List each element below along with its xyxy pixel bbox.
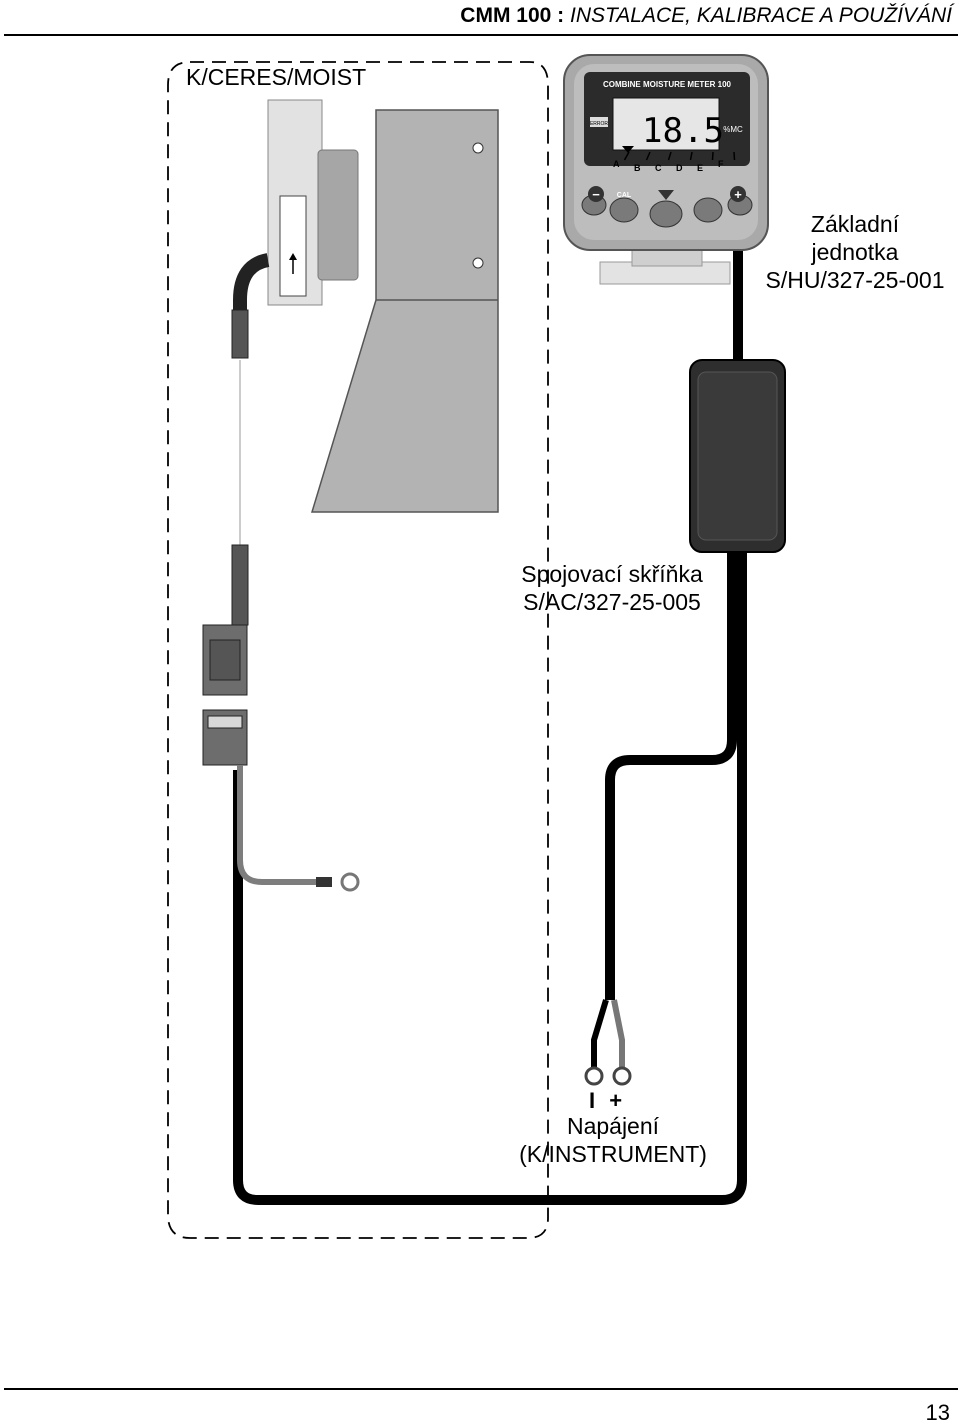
meter-lcd — [612, 97, 720, 151]
meter-button-cal — [609, 197, 639, 223]
footer-rule — [4, 1388, 958, 1390]
header-title-italic: INSTALACE, KALIBRACE A POUŽÍVÁNÍ — [570, 4, 952, 27]
base-unit-name-1: Základní — [810, 211, 900, 237]
meter-letter-c: C — [655, 163, 662, 173]
meter-letter-a: A — [613, 159, 620, 169]
plate-hole-top — [472, 142, 484, 154]
power-name: Napájení — [566, 1113, 660, 1139]
meter-cal-label: CAL — [617, 192, 632, 199]
meter-pointer — [622, 146, 634, 153]
meter-letter-e: E — [697, 163, 703, 173]
meter-button-down — [649, 200, 683, 228]
base-unit-name-2: jednotka — [811, 239, 899, 265]
ring-terminal-negative — [584, 1066, 604, 1086]
sensor-elbow-cable — [233, 253, 270, 330]
junction-box-code: S/AC/327-25-005 — [523, 589, 701, 615]
meter-plus-label: + — [734, 187, 742, 202]
cable-junction-to-sensor — [605, 550, 737, 1000]
meter-reading: 18.5 — [642, 111, 724, 151]
polarity-label: I + — [589, 1088, 627, 1113]
meter-button-temp — [693, 197, 723, 223]
page-number: 13 — [925, 1400, 950, 1425]
sensor-plate — [310, 109, 499, 513]
meter-tick — [667, 151, 672, 161]
meter-tick — [733, 151, 736, 161]
power-lead-positive — [611, 999, 625, 1068]
ground-lead — [237, 765, 320, 885]
meter-left-tag: ERROR — [590, 121, 608, 127]
base-unit-label: Základní jednotka S/HU/327-25-001 — [750, 210, 960, 294]
meter-brand: COMBINE MOISTURE METER 100 — [603, 80, 732, 89]
junction-box-label: Spojovací skříňka S/AC/327-25-005 — [500, 560, 724, 616]
cable-return-loop — [233, 550, 747, 1205]
power-label: Napájení (K/INSTRUMENT) — [500, 1112, 726, 1168]
meter-letter-f: F — [718, 159, 724, 169]
header-rule — [4, 34, 958, 36]
meter-minus-label: − — [592, 187, 600, 202]
meter-tick — [711, 151, 714, 161]
meter-tick — [623, 151, 630, 161]
power-lead-negative — [591, 999, 609, 1068]
ring-terminal-positive — [612, 1066, 632, 1086]
meter-letter-d: D — [676, 163, 683, 173]
meter-tick — [689, 151, 693, 161]
meter-tick — [645, 151, 651, 161]
page-header-title: CMM 100 : INSTALACE, KALIBRACE A POUŽÍVÁ… — [0, 4, 952, 28]
ground-ring-terminal — [340, 872, 360, 892]
kit-label: K/CERES/MOIST — [186, 64, 367, 90]
power-code: (K/INSTRUMENT) — [519, 1141, 707, 1167]
plate-hole-bottom — [472, 257, 484, 269]
kit-boundary — [167, 61, 549, 1239]
meter-unit: %MC — [723, 125, 743, 134]
base-unit-code: S/HU/327-25-001 — [765, 267, 945, 293]
header-title-bold: CMM 100 : — [460, 4, 565, 27]
flow-arrow-icon — [289, 253, 297, 260]
meter-letter-b: B — [634, 163, 641, 173]
junction-box-name: Spojovací skříňka — [521, 561, 703, 587]
